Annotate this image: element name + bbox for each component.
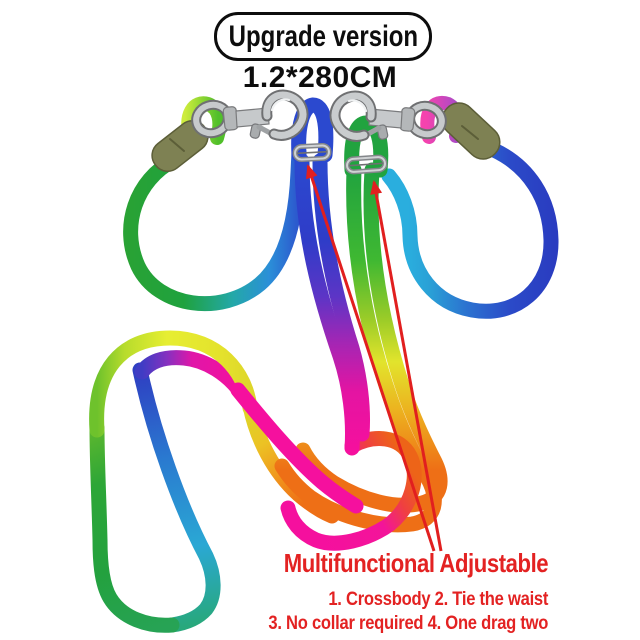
arrow-to-left-slider xyxy=(306,164,436,552)
left-collar-loop xyxy=(123,144,307,312)
upgrade-version-badge: Upgrade version xyxy=(214,12,432,61)
right-slider-ring xyxy=(344,154,388,175)
rope-pink-arch xyxy=(134,350,250,402)
rope-strand-right-a xyxy=(274,162,442,533)
right-collar-loop xyxy=(381,142,559,319)
callout-heading: Multifunctional Adjustable xyxy=(283,548,549,578)
rope-teardrop-left xyxy=(89,420,180,633)
rope-yellow-arch xyxy=(89,330,258,438)
callout-feature-line-2: 3. No collar required 4. One drag two xyxy=(268,612,548,634)
annotation-arrows xyxy=(306,164,443,552)
rope-strand-left-a xyxy=(294,153,360,456)
left-leash-end xyxy=(151,89,332,172)
left-snap-hook xyxy=(191,89,309,141)
size-label: 1.2*280CM xyxy=(242,61,398,94)
feature-callouts: Multifunctional Adjustable 1. Crossbody … xyxy=(268,548,548,635)
rope-teardrop-right xyxy=(132,362,221,633)
arrow-to-right-slider xyxy=(370,180,443,552)
rope-pink-sweep xyxy=(230,382,364,514)
callout-feature-line-1: 1. Crossbody 2. Tie the waist xyxy=(328,588,548,610)
right-snap-hook xyxy=(329,90,447,142)
badge-label: Upgrade version xyxy=(228,19,418,53)
right-leash-end xyxy=(329,90,501,175)
left-slider-ring xyxy=(292,142,332,163)
right-rope-sleeve xyxy=(441,102,501,160)
rope-green-eye-loop xyxy=(344,115,389,178)
